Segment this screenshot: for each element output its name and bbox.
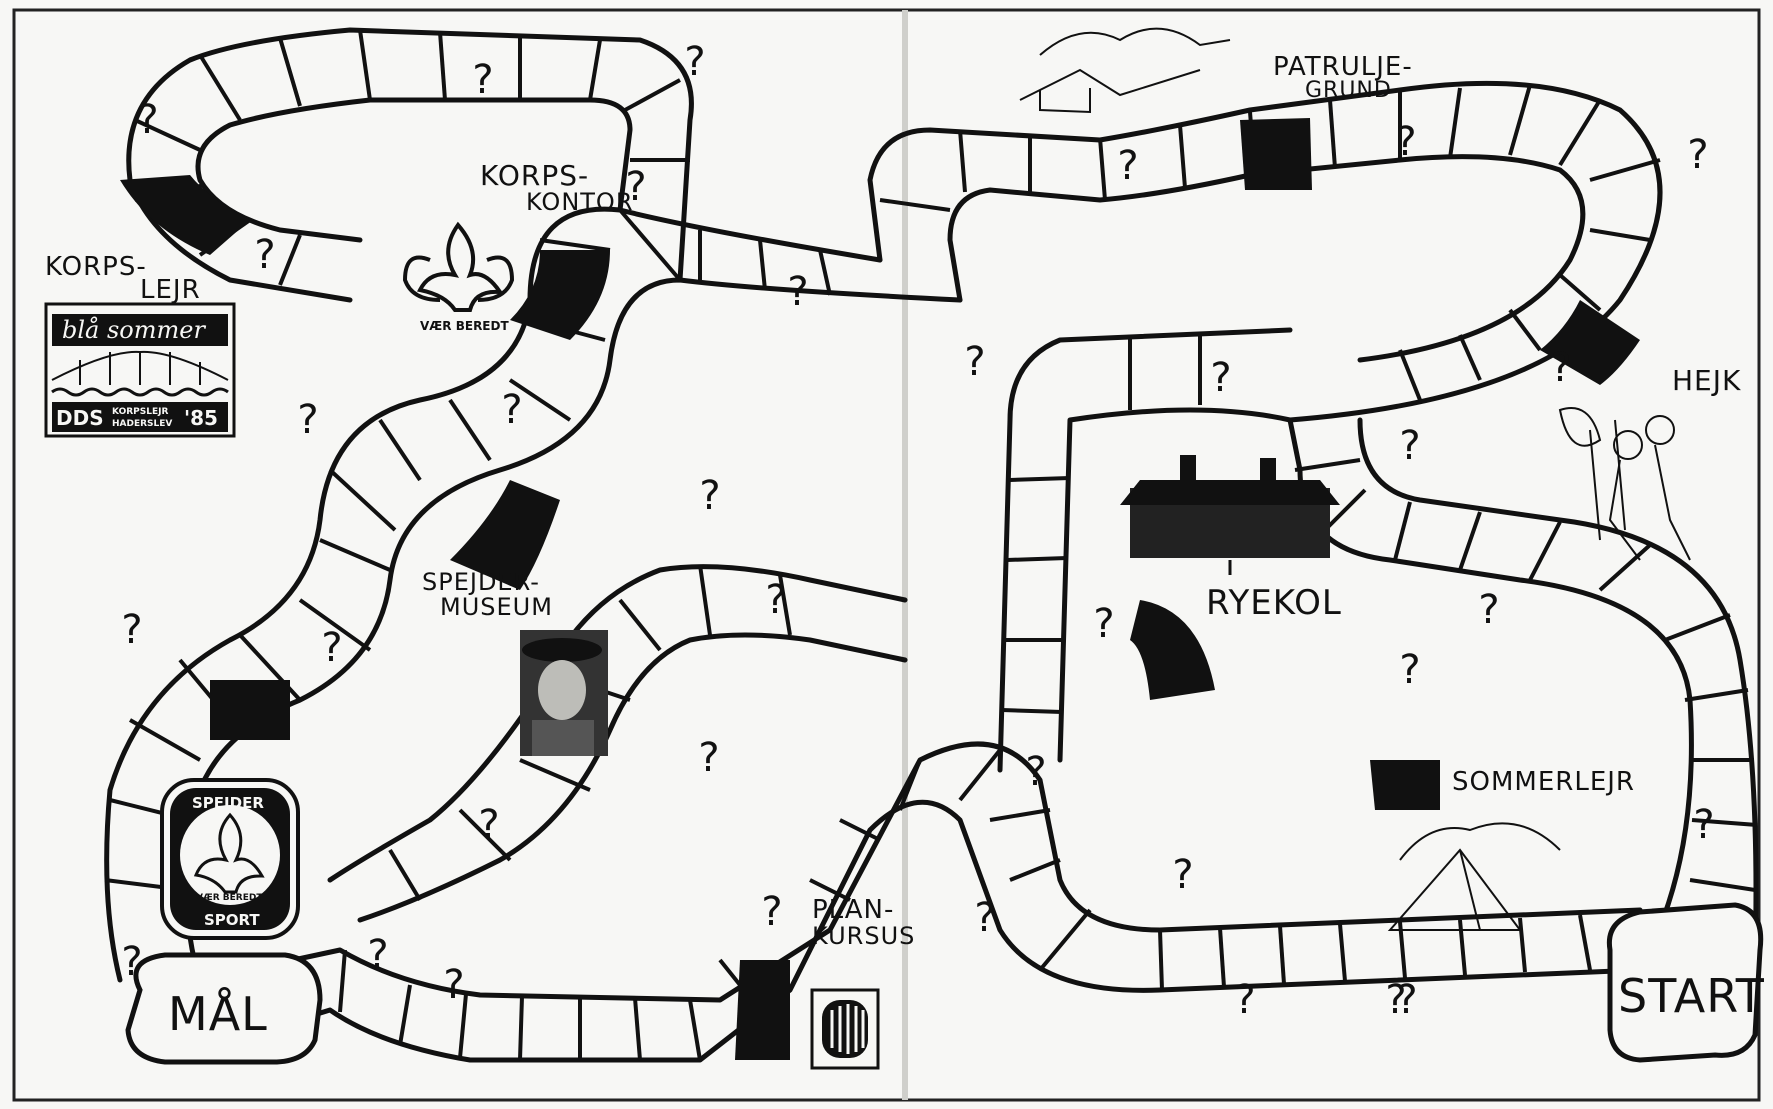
- question-mark: ?: [1093, 601, 1114, 647]
- question-mark: ?: [698, 735, 719, 781]
- question-mark: ?: [765, 577, 786, 623]
- question-mark: ?: [1210, 355, 1231, 401]
- question-mark: ?: [1399, 423, 1420, 469]
- special-square-mid-left: [210, 680, 290, 740]
- label-plankursus-2: KURSUS: [812, 922, 915, 950]
- question-mark: ?: [1478, 587, 1499, 633]
- vaer-beredt-text: VÆR BEREDT: [420, 319, 509, 333]
- question-mark: ?: [1395, 119, 1416, 165]
- question-mark: ?: [367, 932, 388, 978]
- special-square-sommerlejr: [1370, 760, 1440, 810]
- plankursus-emblem: [812, 990, 878, 1068]
- question-mark: ?: [974, 895, 995, 941]
- spejder-sport-badge: SPEJDER VÆR BEREDT SPORT: [162, 780, 298, 938]
- question-mark: ?: [1396, 977, 1417, 1023]
- question-mark: ?: [297, 397, 318, 443]
- year-text: '85: [184, 406, 218, 430]
- question-mark: ?: [761, 889, 782, 935]
- question-mark: ?: [501, 387, 522, 433]
- special-square-patrulje: [1240, 118, 1312, 190]
- founder-portrait: [520, 630, 608, 756]
- label-hejk: HEJK: [1672, 364, 1741, 397]
- sport-text: SPORT: [204, 911, 260, 929]
- spejder-sport-motto: VÆR BEREDT: [196, 893, 263, 903]
- label-patruljegrund-2: GRUND: [1305, 78, 1392, 103]
- question-mark: ?: [699, 473, 720, 519]
- question-mark: ?: [1234, 977, 1255, 1023]
- question-mark: ?: [321, 625, 342, 671]
- question-mark: ?: [964, 339, 985, 385]
- question-mark: ?: [478, 802, 499, 848]
- label-spejdermuseum-2: MUSEUM: [440, 593, 553, 621]
- bla-sommer-title: blå sommer: [62, 315, 206, 344]
- question-mark: ?: [254, 232, 275, 278]
- question-mark: ?: [1399, 647, 1420, 693]
- question-mark: ?: [443, 962, 464, 1008]
- start-space: START: [1609, 905, 1765, 1060]
- goal-space: MÅL: [128, 955, 320, 1062]
- special-square-plankursus: [735, 960, 790, 1060]
- dds-text: DDS: [56, 406, 104, 430]
- question-mark: ?: [137, 97, 158, 143]
- question-mark: ?: [1693, 802, 1714, 848]
- question-mark: ?: [1550, 345, 1571, 391]
- goal-label: MÅL: [168, 987, 268, 1041]
- label-korpslejr-1: KORPS-: [45, 252, 147, 282]
- question-mark: ?: [684, 39, 705, 85]
- label-korpslejr-2: LEJR: [140, 275, 201, 305]
- haderslev-text: HADERSLEV: [112, 419, 172, 429]
- label-sommerlejr: SOMMERLEJR: [1452, 767, 1635, 797]
- bla-sommer-logo: blå sommer DDS KORPSLEJR HADERSLEV '85: [46, 304, 234, 436]
- label-korpskontor-2: KONTOR: [526, 188, 634, 216]
- question-mark: ?: [1172, 852, 1193, 898]
- question-mark: ?: [1687, 132, 1708, 178]
- question-mark: ?: [787, 269, 808, 315]
- label-plankursus-1: PLAN-: [812, 895, 894, 925]
- korpslejr-text: KORPSLEJR: [112, 407, 168, 417]
- question-mark: ?: [1025, 749, 1046, 795]
- question-mark: ?: [472, 57, 493, 103]
- question-mark: ?: [121, 607, 142, 653]
- label-ryekol: RYEKOL: [1206, 583, 1342, 623]
- label-spejdermuseum-1: SPEJDER-: [422, 568, 540, 596]
- start-label: START: [1618, 969, 1765, 1023]
- spejder-text: SPEJDER: [192, 794, 264, 812]
- question-mark: ?: [1117, 143, 1138, 189]
